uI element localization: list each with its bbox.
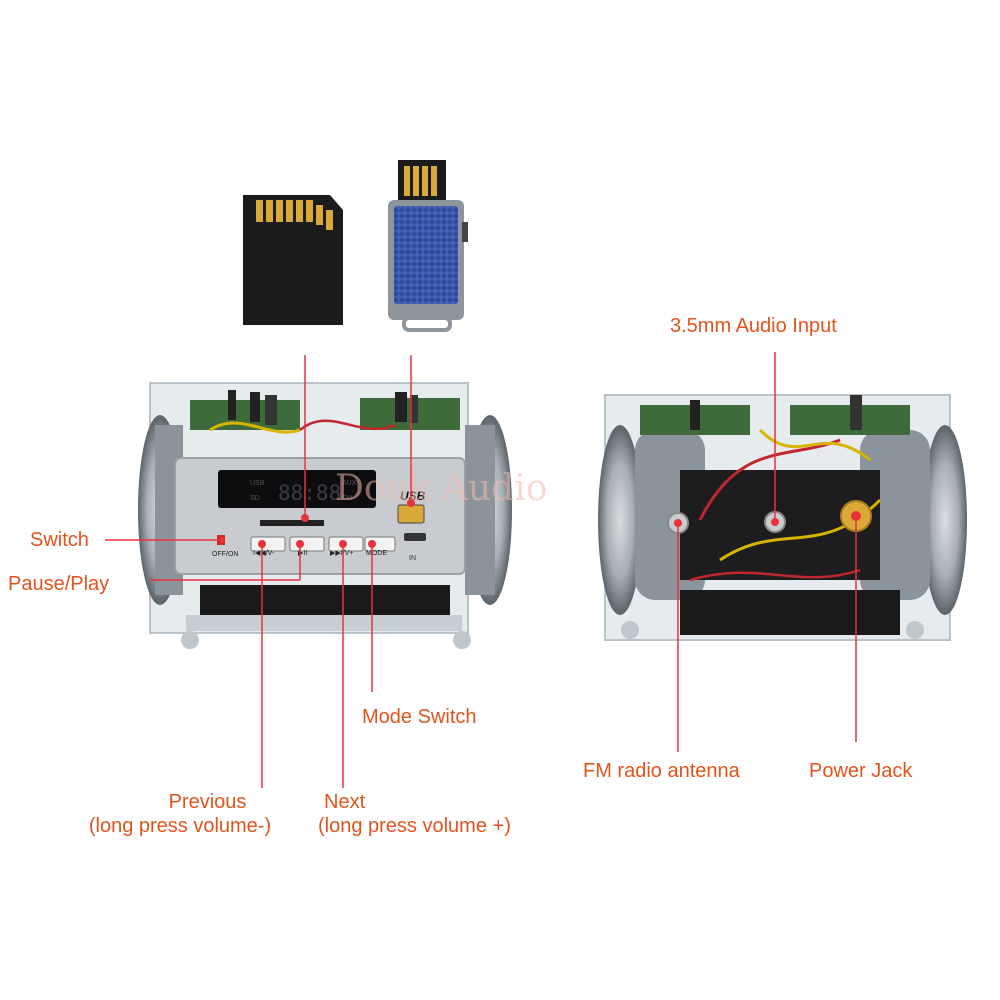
usb-flash-drive [388, 160, 468, 332]
label-fm-antenna: FM radio antenna [583, 760, 740, 782]
label-previous: Previous (long press volume-) [70, 790, 290, 838]
play-button-label: ▶II [298, 550, 307, 557]
label-switch: Switch [30, 529, 89, 551]
label-power-jack: Power Jack [809, 760, 913, 782]
watermark: Douk Audio [335, 468, 547, 509]
usb-indicator: USB [250, 480, 265, 487]
prev-button-label: I◀◀/V- [253, 550, 275, 557]
led-display: 88:88 [278, 481, 341, 505]
sd-card [243, 195, 343, 325]
in-label: IN [409, 555, 416, 562]
speaker-front-view: USB SD AUX FM 88:88 USB IN OFF/ON I◀◀/V-… [138, 382, 547, 649]
label-next: Next (long press volume +) [318, 790, 511, 838]
fm-indicator: FM [342, 495, 352, 502]
label-mode-switch: Mode Switch [362, 706, 477, 728]
label-pause-play: Pause/Play [8, 573, 110, 595]
label-next-title: Next [324, 791, 366, 813]
label-next-sub: (long press volume +) [318, 815, 511, 837]
leader-lines-right [677, 352, 857, 752]
mode-button-label: MODE [366, 550, 387, 557]
leader-lines-left [105, 355, 412, 788]
label-audio-input: 3.5mm Audio Input [670, 315, 837, 337]
off-on-label: OFF/ON [212, 551, 238, 558]
usb-port-label: USB [400, 489, 426, 503]
sd-indicator: SD [250, 495, 260, 502]
label-previous-title: Previous [168, 791, 247, 813]
label-previous-sub: (long press volume-) [88, 815, 272, 837]
next-button-label: ▶▶I/V+ [330, 550, 353, 557]
aux-indicator: AUX [342, 480, 357, 487]
speaker-back-view [598, 394, 967, 641]
